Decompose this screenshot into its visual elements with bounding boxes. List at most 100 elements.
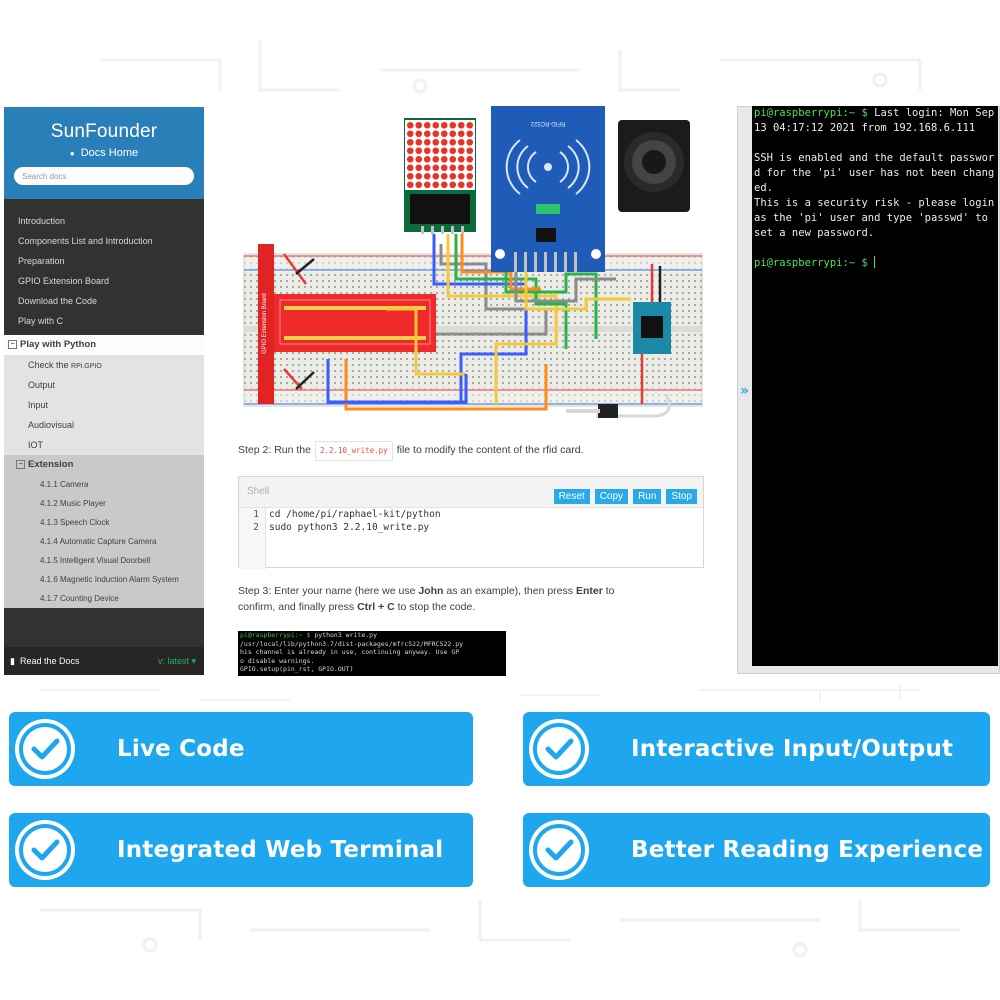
nav-subitem-extension-label: Extension (28, 459, 74, 470)
step3-bold: Ctrl + C (357, 601, 395, 613)
nav-subitem-check-gpio[interactable]: Check the RPi.GPIO (4, 355, 204, 375)
feature-web-terminal: Integrated Web Terminal (9, 813, 473, 887)
code-text: sudo python3 2.2.10_write.py (269, 522, 430, 533)
nav-ext-camera[interactable]: 4.1.1 Camera (4, 475, 204, 494)
nav-subitem-code: RPi.GPIO (71, 363, 102, 370)
search-input[interactable] (14, 167, 194, 185)
web-terminal[interactable]: pi@raspberrypi:~ $ Last login: Mon Sep 1… (752, 106, 998, 666)
check-circle-icon (15, 820, 75, 880)
line-number: 2 (253, 522, 259, 533)
nav-item-play-with-python[interactable]: −Play with Python (4, 335, 204, 355)
feature-interactive-io: Interactive Input/Output (523, 712, 990, 786)
nav-ext-music-player[interactable]: 4.1.2 Music Player (4, 494, 204, 513)
feature-reading-experience: Better Reading Experience (523, 813, 990, 887)
step3-text: Step 3: Enter your name (here we use Joh… (238, 583, 614, 615)
board-label: GPIO Extension Board (262, 293, 268, 354)
audio-jack (566, 393, 671, 418)
collapse-icon[interactable]: − (16, 460, 25, 469)
nav-item-preparation[interactable]: Preparation (18, 256, 65, 266)
speaker (618, 120, 690, 212)
stop-button[interactable]: Stop (666, 489, 697, 504)
code-text: cd /home/pi/raphael-kit/python (269, 509, 441, 520)
rfid-label: RFID-RC522 (530, 120, 565, 126)
code-editor[interactable]: 1 cd /home/pi/raphael-kit/python 2 sudo py… (239, 508, 703, 569)
expand-terminal-icon[interactable]: » (740, 383, 750, 399)
nav-menu: Introduction Components List and Introdu… (4, 211, 204, 608)
terminal-blank (754, 136, 998, 151)
terminal-prompt: pi@raspberrypi:~ $ (754, 257, 868, 269)
nav-item-introduction[interactable]: Introduction (18, 216, 66, 226)
nav-subitem-audiovisual[interactable]: Audiovisual (4, 415, 204, 435)
step2-before: Step 2: Run the (238, 444, 311, 456)
step3-part: Step 3: Enter your name (here we use (238, 585, 419, 597)
feature-label: Integrated Web Terminal (117, 837, 444, 863)
gpio-extension-board (258, 244, 274, 404)
version-selector[interactable]: v: latest ▾ (157, 656, 196, 666)
terminal-output-image: pi@raspberrypi:~ $ python3 write.py /usr… (238, 631, 506, 676)
check-circle-icon (529, 820, 589, 880)
check-circle-icon (529, 719, 589, 779)
mini-terminal-line: pi@raspberrypi:~ $ python3 write.py (238, 631, 506, 640)
mini-command: python3 write.py (310, 631, 377, 639)
step3-part: to (602, 585, 615, 597)
code-toolbar: Shell Reset Copy Run Stop (239, 477, 703, 508)
terminal-line: pi@raspberrypi:~ $ (754, 256, 998, 271)
code-line: 1 cd /home/pi/raphael-kit/python (239, 508, 703, 521)
docs-home-link[interactable]: ●Docs Home (4, 147, 204, 159)
nav-subitem-input[interactable]: Input (4, 395, 204, 415)
step3-part: confirm, and finally press (238, 601, 358, 613)
feature-label: Better Reading Experience (631, 837, 984, 863)
mini-terminal-line: his channel is already in use, continuin… (240, 648, 460, 656)
reset-button[interactable]: Reset (553, 489, 590, 504)
nav-current-label: Play with Python (20, 339, 97, 350)
mini-terminal-line: o disable warnings. (240, 656, 315, 665)
terminal-cursor (874, 256, 876, 268)
check-circle-icon (15, 719, 75, 779)
mini-prompt: pi@raspberrypi:~ $ (240, 631, 311, 639)
nav-subitem-extension[interactable]: −Extension (4, 455, 204, 475)
nav-item-play-with-c[interactable]: Play with C (18, 316, 64, 326)
terminal-line: pi@raspberrypi:~ $ Last login: Mon Sep 1… (754, 106, 998, 136)
nav-subitem-output[interactable]: Output (4, 375, 204, 395)
step3-part: as an example), then press (443, 585, 576, 597)
shell-label: Shell (247, 486, 270, 497)
code-block: Shell Reset Copy Run Stop 1 cd /home/pi/raph… (238, 476, 704, 569)
terminal-blank (754, 241, 998, 256)
read-the-docs-bar[interactable]: ▮ Read the Docs v: latest ▾ (4, 647, 204, 675)
docs-sidebar: SunFounder ●Docs Home Introduction Compo… (4, 107, 204, 675)
nav-ext-capture-camera[interactable]: 4.1.4 Automatic Capture Camera (4, 532, 204, 551)
led-matrix (404, 118, 476, 234)
collapse-icon[interactable]: − (8, 340, 17, 349)
step2-after: file to modify the content of the rfid c… (396, 444, 584, 456)
read-the-docs-label: Read the Docs (19, 656, 80, 666)
nav-ext-doorbell[interactable]: 4.1.5 Intelligent Visual Doorbell (4, 551, 204, 570)
nav-subitem-label: Check the (28, 360, 72, 370)
run-button[interactable]: Run (633, 489, 662, 504)
nav-item-components[interactable]: Components List and Introduction (18, 236, 153, 246)
step3-part: to stop the code. (394, 601, 476, 613)
nav-ext-counting-device[interactable]: 4.1.7 Counting Device (4, 589, 204, 608)
mini-terminal-line: /usr/local/lib/python3.7/dist-packages/m… (240, 639, 464, 648)
feature-label: Interactive Input/Output (631, 736, 954, 762)
rfid-module: RFID-RC522 (491, 106, 605, 272)
nav-item-gpio-board[interactable]: GPIO Extension Board (18, 276, 110, 286)
book-icon: ▮ (10, 656, 15, 666)
nav-subitem-iot[interactable]: IOT (4, 435, 204, 455)
step3-bold: John (418, 585, 444, 597)
nav-item-download-code[interactable]: Download the Code (18, 296, 98, 306)
feature-live-code: Live Code (9, 712, 473, 786)
amplifier-module (633, 302, 671, 354)
nav-ext-speech-clock[interactable]: 4.1.3 Speech Clock (4, 513, 204, 532)
step2-file: 2.2.10_write.py (314, 441, 393, 461)
code-gutter (239, 508, 266, 569)
terminal-text: Last login: Mon Sep 13 04:17:12 2021 fro… (754, 107, 995, 134)
line-number: 1 (253, 509, 259, 520)
brand-logo[interactable]: SunFounder (50, 121, 158, 142)
home-icon: ● (69, 149, 75, 158)
code-line: 2 sudo python3 2.2.10_write.py (239, 521, 703, 534)
wiring-diagram: GPIO Extension Board RFID-RC522 (243, 106, 703, 418)
copy-button[interactable]: Copy (594, 489, 629, 504)
nav-ext-alarm-system[interactable]: 4.1.6 Magnetic Induction Alarm System (4, 570, 204, 589)
